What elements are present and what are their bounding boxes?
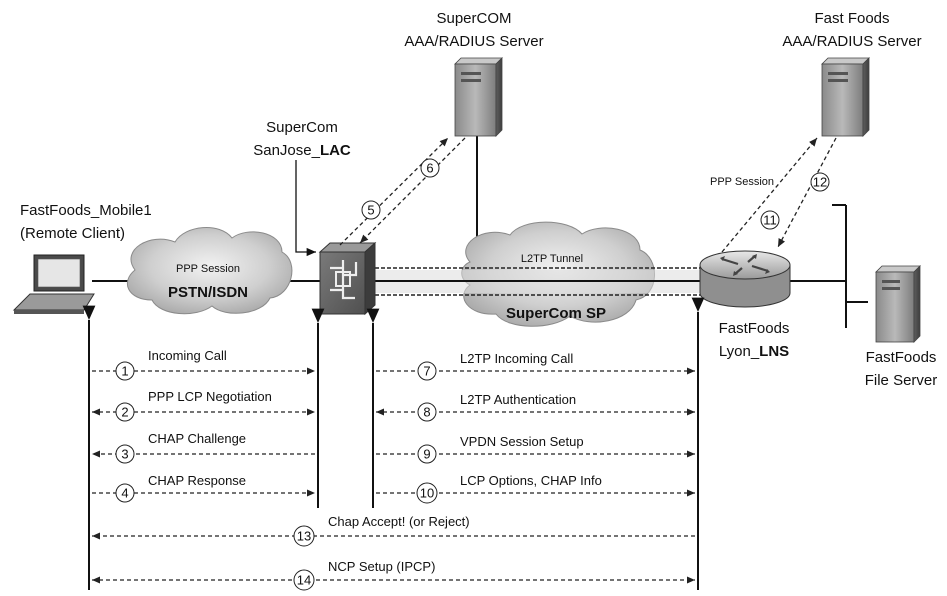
fastfoods-file-server xyxy=(875,265,921,343)
lns-label-line2: Lyon_LNS xyxy=(719,343,789,360)
step-6-arrow: 6 xyxy=(359,137,466,244)
step-7-label: L2TP Incoming Call xyxy=(460,351,573,366)
step-13-label: Chap Accept! (or Reject) xyxy=(328,514,470,529)
step-9: 9 VPDN Session Setup xyxy=(376,434,695,464)
step-4-label: CHAP Response xyxy=(148,473,246,488)
l2tp-tunnel: L2TP Tunnel xyxy=(375,253,705,296)
step-3-label: CHAP Challenge xyxy=(148,431,246,446)
pstn-isdn-cloud: PPP Session PSTN/ISDN xyxy=(126,226,293,315)
lac-label-line1: SuperCom xyxy=(266,119,338,136)
supercom-server-name: SuperCOM xyxy=(436,10,511,27)
lac-label: SuperCom SanJose_LAC xyxy=(253,119,351,159)
step-1-label: Incoming Call xyxy=(148,348,227,363)
ppp-session-label: PPP Session xyxy=(710,176,774,188)
supercom-server-label: SuperCOM AAA/RADIUS Server xyxy=(404,10,543,50)
lac-switch-icon xyxy=(318,241,377,316)
client-label-line1: FastFoods_Mobile1 xyxy=(20,202,152,219)
client-label: FastFoods_Mobile1 (Remote Client) xyxy=(20,202,152,242)
laptop-icon xyxy=(12,254,95,314)
step-2-number: 2 xyxy=(121,405,128,420)
step-4: 4 CHAP Response xyxy=(92,473,315,503)
fileserver-label-line1: FastFoods xyxy=(866,349,937,366)
step-4-number: 4 xyxy=(121,486,128,501)
lac-pointer-arrow xyxy=(295,160,316,257)
fastfoods-server-role: AAA/RADIUS Server xyxy=(782,33,921,50)
pstn-caption: PPP Session xyxy=(176,263,240,275)
step-6-number: 6 xyxy=(426,161,433,176)
step-14: 14 NCP Setup (IPCP) xyxy=(92,559,695,591)
sp-name: SuperCom SP xyxy=(506,305,606,322)
lac-label-line2: SanJose_LAC xyxy=(253,142,351,159)
step-9-number: 9 xyxy=(423,447,430,462)
fastfoods-server-name: Fast Foods xyxy=(814,10,889,27)
step-2-label: PPP LCP Negotiation xyxy=(148,389,272,404)
step-5-arrow: 5 xyxy=(339,137,449,246)
step-7-number: 7 xyxy=(423,364,430,379)
step-8-number: 8 xyxy=(423,405,430,420)
step-10-number: 10 xyxy=(420,486,434,501)
step-14-number: 14 xyxy=(297,573,311,588)
step-9-label: VPDN Session Setup xyxy=(460,434,584,449)
fastfoods-aaa-server xyxy=(821,57,870,137)
step-8-label: L2TP Authentication xyxy=(460,392,576,407)
step-11-arrow: 11 xyxy=(721,137,818,253)
step-12-number: 12 xyxy=(813,175,827,190)
step-10: 10 LCP Options, CHAP Info xyxy=(376,473,695,504)
lns-label: FastFoods Lyon_LNS xyxy=(719,320,790,360)
step-13-number: 13 xyxy=(297,529,311,544)
step-7: 7 L2TP Incoming Call xyxy=(376,351,695,381)
step-2: 2 PPP LCP Negotiation xyxy=(92,389,315,422)
fileserver-label: FastFoods File Server xyxy=(865,349,938,389)
lns-label-line1: FastFoods xyxy=(719,320,790,337)
step-14-label: NCP Setup (IPCP) xyxy=(328,559,435,574)
tunnel-caption: L2TP Tunnel xyxy=(521,253,583,265)
step-1: 1 Incoming Call xyxy=(92,348,315,381)
fastfoods-server-label: Fast Foods AAA/RADIUS Server xyxy=(782,10,921,50)
step-11-number: 11 xyxy=(763,213,777,228)
step-1-number: 1 xyxy=(121,364,128,379)
fileserver-label-line2: File Server xyxy=(865,372,938,389)
step-8: 8 L2TP Authentication xyxy=(376,392,695,422)
supercom-server-role: AAA/RADIUS Server xyxy=(404,33,543,50)
step-10-label: LCP Options, CHAP Info xyxy=(460,473,602,488)
step-12-arrow: 12 xyxy=(777,137,837,248)
step-3: 3 CHAP Challenge xyxy=(92,431,315,464)
step-13: 13 Chap Accept! (or Reject) xyxy=(92,514,695,547)
step-3-number: 3 xyxy=(121,447,128,462)
supercom-aaa-server xyxy=(454,57,503,137)
pstn-name: PSTN/ISDN xyxy=(168,284,248,301)
client-label-line2: (Remote Client) xyxy=(20,225,125,242)
lns-router-icon xyxy=(699,250,791,308)
step-5-number: 5 xyxy=(367,203,374,218)
